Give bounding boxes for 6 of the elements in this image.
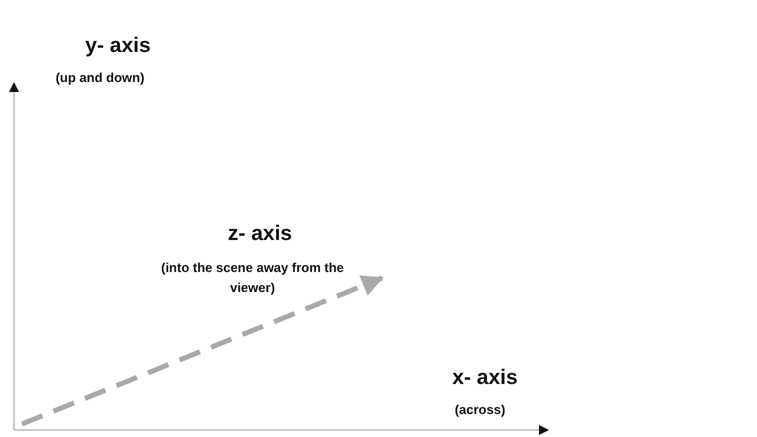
axis-title: y- axis — [84, 33, 152, 59]
axis-description: (across) — [454, 401, 506, 419]
axis-description: (into the scene away from the viewer) — [160, 259, 345, 297]
axis-title: x- axis — [451, 365, 519, 391]
axis-description: (up and down) — [54, 69, 146, 87]
axis-title: z- axis — [226, 221, 294, 247]
